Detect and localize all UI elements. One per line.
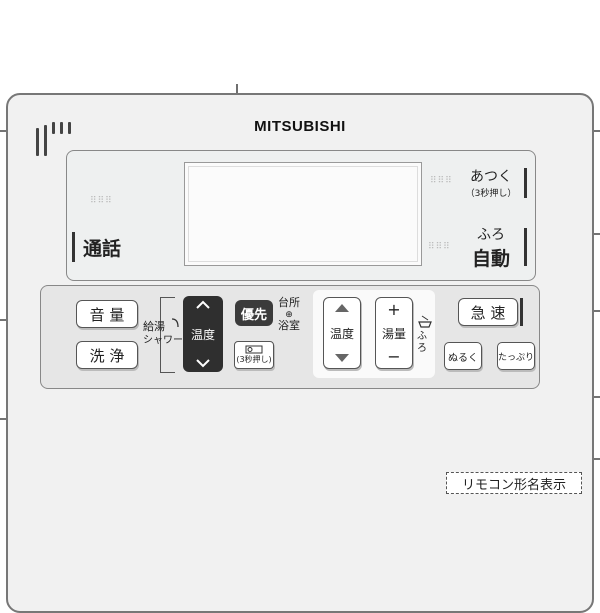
bracket	[160, 297, 175, 373]
model-name-label: リモコン形名表示	[446, 472, 582, 494]
brand-logo: MITSUBISHI	[254, 118, 346, 135]
triangle-down-icon[interactable]	[335, 354, 349, 362]
triangle-up-icon[interactable]	[335, 304, 349, 312]
bath-auto-button[interactable]: ふろ 自動	[456, 224, 526, 270]
hot-water-temp-label: 温度	[190, 327, 215, 342]
switch-icon: ⊕	[285, 310, 293, 320]
talk-button-label: 通話	[83, 237, 122, 260]
talk-button[interactable]: 通話	[72, 229, 138, 265]
bath-temp-label: 温度	[329, 326, 354, 341]
rapid-button[interactable]: 急 速	[458, 298, 518, 326]
shower-icon	[171, 318, 179, 328]
cooler-button-label: ぬるく	[448, 352, 478, 364]
lock-button[interactable]: (3秒押し)	[234, 341, 274, 369]
hot-water-label: 給湯	[143, 320, 165, 333]
bath-temp-rocker[interactable]: 温度	[323, 297, 361, 369]
volume-button-label: 音 量	[89, 305, 125, 324]
bath-side-label: ふろ	[417, 331, 427, 354]
chevron-down-icon[interactable]	[195, 358, 211, 368]
bath-auto-label: 自動	[471, 247, 510, 270]
kitchen-label: 台所	[278, 296, 300, 309]
bath-icon	[418, 315, 432, 328]
minus-icon[interactable]: −	[387, 347, 401, 366]
hotter-button[interactable]: あつく （3秒押し）	[456, 162, 526, 202]
cooler-button[interactable]: ぬるく	[444, 342, 482, 370]
priority-button[interactable]: 優先	[235, 300, 273, 326]
bath-auto-label-top: ふろ	[477, 226, 505, 243]
lcd-inner-border	[188, 166, 418, 262]
rapid-button-label: 急 速	[470, 303, 506, 322]
lcd-screen	[184, 162, 422, 266]
water-volume-rocker[interactable]: + 湯量 −	[375, 297, 413, 369]
key-icon	[245, 345, 263, 354]
hotter-button-label: あつく	[470, 168, 512, 185]
braille-dots: ⠿⠿⠿	[90, 196, 113, 206]
button-edge-marker	[524, 228, 527, 266]
button-edge-marker	[520, 298, 523, 326]
priority-button-label: 優先	[240, 307, 267, 323]
plenty-button-label: たっぷり	[498, 352, 535, 363]
hot-water-temp-rocker[interactable]: 温度	[183, 296, 223, 372]
chevron-up-icon[interactable]	[195, 300, 211, 310]
water-volume-label: 湯量	[381, 326, 406, 341]
braille-dots: ⠿⠿⠿	[428, 242, 451, 252]
cleaning-button[interactable]: 洗 浄	[76, 341, 138, 369]
plus-icon[interactable]: +	[387, 300, 401, 319]
shower-label: シャワー	[143, 335, 183, 346]
bathroom-label: 浴室	[278, 319, 300, 332]
lock-button-hint: (3秒押し)	[236, 355, 272, 364]
hotter-button-hint: （3秒押し）	[465, 188, 517, 199]
volume-button[interactable]: 音 量	[76, 300, 138, 328]
plenty-button[interactable]: たっぷり	[497, 342, 535, 370]
cleaning-button-label: 洗 浄	[89, 346, 125, 365]
braille-dots: ⠿⠿⠿	[430, 176, 453, 186]
button-edge-marker	[524, 168, 527, 198]
